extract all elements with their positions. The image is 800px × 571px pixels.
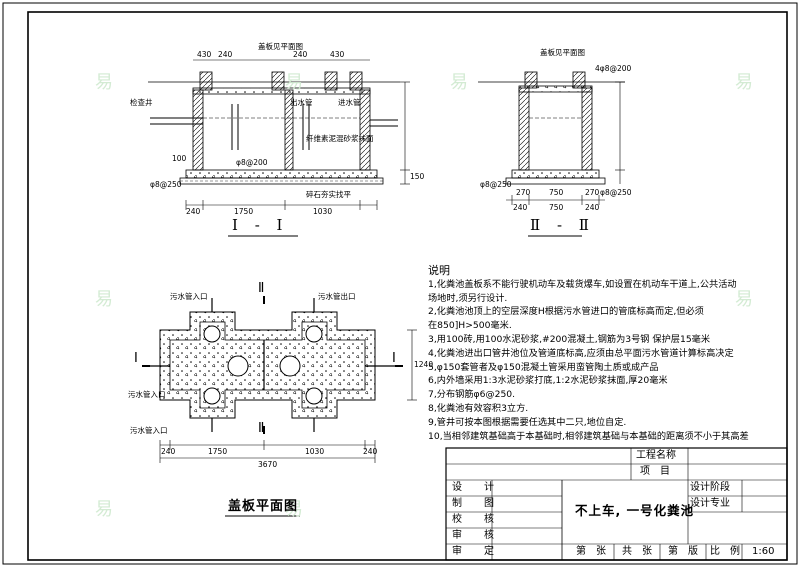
section2-rebar-a: 4φ8@200 — [595, 64, 632, 73]
notes-item: 7,分布钢筋φ6@250. — [428, 389, 516, 401]
tb-review-label: 审 核 — [452, 530, 500, 541]
watermark-mark: 易 — [95, 289, 113, 310]
notes-item: 场地时,须另行设计. — [428, 292, 508, 304]
section1-gravel-label: 碎石夯实找平 — [306, 190, 351, 199]
section1-rebar-b: φ8@250 — [150, 180, 182, 189]
tb-drawing-name: 不上车, 一号化粪池 — [575, 503, 695, 518]
notes-item: 在850]H>500毫米. — [428, 320, 512, 332]
section2-dim: 240 — [513, 203, 528, 212]
base-slab — [185, 169, 378, 179]
watermark-mark: 易 — [285, 72, 303, 93]
tb-design-label: 设 计 — [452, 482, 500, 493]
watermark-mark: 易 — [285, 499, 303, 520]
section1-outlet-label: 出水管 — [290, 98, 313, 107]
tb-draw-label: 制 图 — [452, 498, 500, 509]
section1-dim: 430 — [330, 50, 345, 59]
watermark-mark: 易 — [450, 72, 468, 93]
watermark-mark: 易 — [735, 72, 753, 93]
title-block-grid — [445, 447, 788, 561]
notes-item: 3,用100砖,用100水泥砂浆,#200混凝土,钢筋为3号钢 保护层15毫米 — [428, 333, 711, 345]
section2-cover-ref: 盖板见平面图 — [540, 48, 585, 57]
tank-right-wall — [359, 89, 371, 171]
section1-cover-ref: 盖板见平面图 — [258, 42, 303, 51]
plan-dim: 1750 — [208, 447, 228, 456]
section1-dim: 150 — [410, 172, 425, 181]
section2-dim: 750 — [549, 203, 564, 212]
section1-dim: 240 — [218, 50, 233, 59]
notes-item: 4,化粪池进出口管井池位及管道底标高,应须由总平面污水管道计算标高决定 — [428, 347, 734, 359]
plan-dim: 3670 — [258, 460, 278, 469]
notes-item: 1,化粪池盖板系不能行驶机动车及载货爆车,如设置在机动车干道上,公共活动 — [428, 278, 737, 290]
watermark-mark: 易 — [95, 72, 113, 93]
plan-label-inlet-top: 污水管入口 — [170, 292, 208, 301]
notes-heading: 说明 — [428, 264, 450, 277]
tb-project-name-label: 工程名称 — [636, 450, 676, 461]
notes-item: 2,化粪池池顶上的空层深度H根据污水管进口的管底标高而定,但必须 — [428, 306, 704, 318]
tb-total: 共 张 — [622, 546, 652, 557]
section2-dim: 750 — [549, 188, 564, 197]
plan-title: 盖板平面图 — [228, 499, 299, 514]
section1-dim: 240 — [186, 207, 201, 216]
section1-inlet-label: 进水管 — [338, 98, 361, 107]
plan-dim: 240 — [363, 447, 378, 456]
section1-dim: 100 — [172, 154, 187, 163]
inner-border — [27, 11, 788, 561]
section2-dim: 270 — [516, 188, 531, 197]
tb-item-label: 项 目 — [640, 466, 670, 477]
design-notes: 说明 1,化粪池盖板系不能行驶机动车及载货爆车,如设置在机动车干道上,公共活动 … — [428, 264, 768, 443]
plan-section-tag-bottom: Ⅱ — [258, 421, 265, 436]
section2-rebar-b: φ8@250 — [480, 180, 512, 189]
watermark-mark: 易 — [95, 499, 113, 520]
tb-scale-label: 比 例 — [710, 546, 740, 557]
tb-approve-label: 审 定 — [452, 546, 500, 557]
plan-outline — [159, 311, 376, 419]
plan-label-inlet-bottom: 污水管入口 — [130, 426, 168, 435]
section2-rebar-c: φ8@250 — [600, 188, 632, 197]
cover-plan — [142, 296, 417, 517]
plan-dim: 240 — [161, 447, 176, 456]
section1-manhole-label: 检查井 — [130, 98, 153, 107]
notes-item: 8,化粪池有效容积3立方. — [428, 402, 529, 414]
plan-side-dim: 1240 — [414, 360, 434, 369]
section-1-title: Ⅰ - Ⅰ — [232, 216, 289, 234]
notes-item: 10,当相邻建筑基础高于本基础时,相邻建筑基础与本基础的距离须不小于其高差 — [428, 430, 749, 442]
tb-check-label: 校 核 — [452, 514, 500, 525]
section1-mortar-label: 纤维素泥混砂浆抹面 — [306, 134, 374, 143]
watermark-mark: 易 — [735, 289, 753, 310]
plan-label-outlet: 污水管出口 — [318, 292, 356, 301]
plan-section-tag-top: Ⅱ — [258, 281, 265, 296]
plan-dim: 1030 — [305, 447, 325, 456]
section2-dim: 240 — [585, 203, 600, 212]
section1-dim: 430 — [197, 50, 212, 59]
plan-section-tag-right: Ⅰ — [392, 351, 396, 366]
section2-dim: 270 — [585, 188, 600, 197]
notes-item: 6,内外墙采用1:3水泥砂浆打底,1:2水泥砂浆抹面,厚20毫米 — [428, 375, 668, 387]
section1-rebar-a: φ8@200 — [236, 158, 268, 167]
plan-label-inlet-left: 污水管入口 — [128, 390, 166, 399]
tank-left-wall — [192, 89, 204, 171]
section-1-1 — [148, 59, 410, 237]
section1-dim: 1750 — [234, 207, 254, 216]
tb-sheet-no: 第 张 — [576, 546, 606, 557]
plan-section-tag-left: Ⅰ — [134, 351, 138, 366]
section-2-2 — [478, 71, 625, 237]
section1-dim: 240 — [293, 50, 308, 59]
tb-major-label: 设计专业 — [690, 498, 730, 509]
section-2-title: Ⅱ - Ⅱ — [530, 216, 595, 234]
tb-scale-value: 1:60 — [752, 546, 775, 557]
notes-item: 5,φ150套管者及φ150混凝土管采用蛮管陶土质或成产品 — [428, 361, 659, 373]
notes-item: 9,管井可按本图根据需要任选其中二只,地位自定. — [428, 416, 627, 428]
tb-stage-label: 设计阶段 — [690, 482, 730, 493]
tb-edition: 第 版 — [668, 546, 698, 557]
section1-dim: 1030 — [313, 207, 333, 216]
